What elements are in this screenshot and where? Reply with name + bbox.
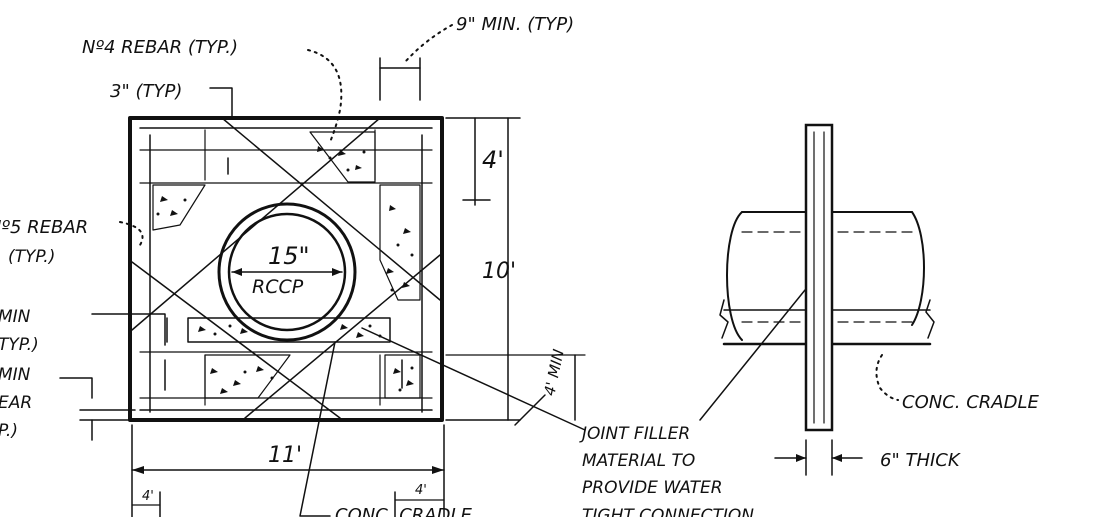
- dim-4ft-label: 4': [482, 146, 504, 174]
- bottom-dimensions: 11' 4' 4' CONC. CRADLE: [131, 341, 472, 517]
- dim-11ft-label: 11': [268, 443, 302, 468]
- thick-6-label: 6" THICK: [880, 450, 961, 471]
- aggregate-dots: [156, 146, 414, 394]
- dim-10ft-label: 10': [482, 259, 516, 284]
- concrete-patch: [309, 131, 376, 183]
- side-section: CONC. CRADLE 6" THICK: [719, 123, 1039, 476]
- arrowhead: [132, 466, 144, 474]
- rebar-no5-label: Nº5 REBAR: [0, 217, 88, 238]
- pipe-inner-wall: [227, 212, 347, 332]
- joint-filler-line4: TIGHT CONNECTION: [582, 506, 754, 517]
- joint-filler-line2: MATERIAL TO: [582, 451, 695, 471]
- rebar-no5-leader: [119, 221, 144, 246]
- pipe-outer-wall: [217, 202, 357, 342]
- typ-label-2: P.): [0, 421, 18, 441]
- pipe-right-end: [911, 211, 925, 326]
- concrete-patch: [204, 354, 291, 399]
- cradle-block: [187, 317, 391, 343]
- pipe-type-label: RCCP: [252, 276, 304, 298]
- joint-filler-leader: [361, 327, 586, 431]
- concrete-patch: [152, 184, 206, 231]
- min-9-label: 9" MIN. (TYP): [456, 14, 574, 35]
- typ-3-leader: [209, 87, 233, 119]
- pipe-left-end: [726, 211, 743, 341]
- small-4-right-label: 4': [415, 483, 427, 498]
- joint-filler-line1: JOINT FILLER: [579, 424, 690, 444]
- arrowhead: [796, 454, 806, 462]
- min-label-2: MIN: [0, 365, 31, 385]
- min-typ-label-1: TYP.): [0, 335, 39, 355]
- typ-3-label: 3" (TYP): [110, 81, 182, 102]
- arrowhead: [432, 466, 444, 474]
- concrete-patch: [384, 354, 421, 399]
- wall-outline: [128, 116, 444, 422]
- conc-cradle-right-leader: [875, 354, 899, 401]
- min-9-leader: [404, 24, 453, 63]
- small-4-left-label: 4': [142, 489, 154, 504]
- diagonal-rebar: [244, 254, 441, 419]
- min-leader-2: [59, 377, 93, 399]
- clear-label: EAR: [0, 393, 32, 413]
- rebar-no5-typ: (TYP.): [8, 247, 55, 267]
- concrete-patches: [152, 131, 421, 399]
- arrowhead: [332, 268, 342, 276]
- diagonal-rebar: [131, 261, 341, 419]
- pipe-size-label: 15": [268, 242, 310, 270]
- min-leader-1: [91, 313, 166, 346]
- conc-cradle-bottom-label: CONC. CRADLE: [335, 505, 472, 517]
- joint-filler-line3: PROVIDE WATER: [582, 478, 723, 498]
- concrete-patch: [379, 184, 421, 301]
- diagonal-rebar: [221, 117, 441, 301]
- break-mark-right: [925, 299, 935, 339]
- arrowhead: [232, 268, 242, 276]
- dim-tick: [514, 394, 546, 426]
- rebar-no4-leader: [307, 49, 343, 143]
- min-label-1: MIN: [0, 307, 31, 327]
- cutoff-wall-section: [804, 123, 834, 432]
- conc-cradle-leader: [299, 341, 336, 517]
- arrowhead: [832, 454, 842, 462]
- rebar-no4-label: Nº4 REBAR (TYP.): [82, 37, 238, 58]
- break-mark-left: [719, 299, 729, 339]
- top-annotations: Nº4 REBAR (TYP.) 9" MIN. (TYP) 3" (TYP): [82, 14, 574, 143]
- joint-filler-note: JOINT FILLER MATERIAL TO PROVIDE WATER T…: [361, 289, 806, 517]
- right-dimensions: 4' 10' 4' MIN: [445, 117, 586, 426]
- pipe-15in-rccp: 15" RCCP: [217, 202, 357, 342]
- left-annotations: Nº5 REBAR (TYP.) MIN TYP.) MIN EAR P.): [0, 217, 166, 441]
- conc-cradle-right-label: CONC. CRADLE: [902, 392, 1039, 413]
- joint-filler-leader-side: [699, 289, 806, 421]
